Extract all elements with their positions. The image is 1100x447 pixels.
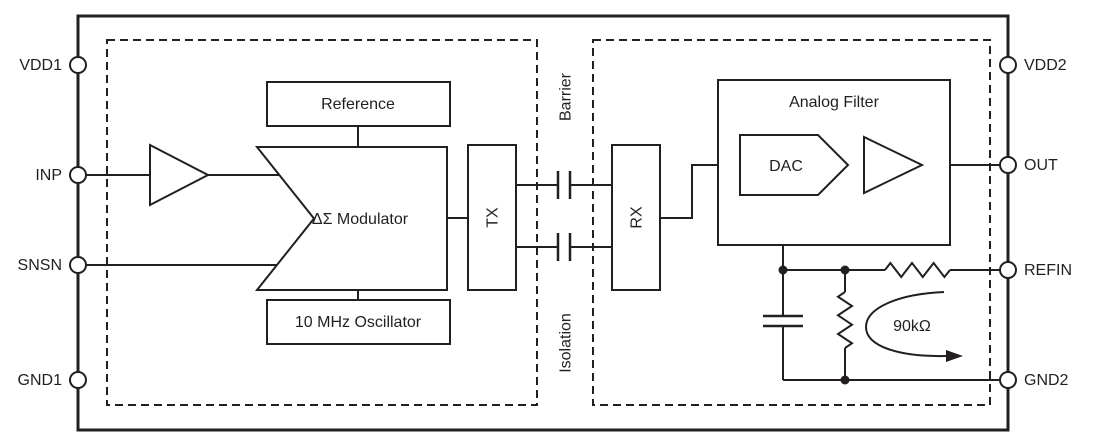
isolation-capacitor-top [556, 171, 572, 199]
junction-dot [778, 265, 788, 275]
resistor-vertical [836, 291, 854, 349]
pin-gnd1 [69, 371, 87, 389]
dac-block [739, 134, 850, 196]
pin-label-gnd2: GND2 [1024, 372, 1069, 389]
modulator-label: ΔΣ Modulator [312, 211, 409, 228]
pin-refin [999, 261, 1017, 279]
wire-rx-to-dac [660, 164, 740, 219]
pin-label-inp: INP [35, 167, 62, 184]
reference-label: Reference [321, 96, 395, 113]
reference-block [266, 81, 451, 127]
output-amplifier-symbol [863, 135, 925, 195]
output-side-dashed-boundary [592, 39, 991, 406]
resistance-loop-arrow [864, 291, 947, 358]
pin-vdd1 [69, 56, 87, 74]
pin-label-vdd1: VDD1 [19, 57, 62, 74]
resistance-value-label: 90kΩ [893, 318, 931, 335]
pin-inp [69, 166, 87, 184]
input-side-dashed-boundary [106, 39, 538, 406]
chip-boundary [76, 14, 1010, 432]
oscillator-label: 10 MHz Oscillator [295, 314, 422, 331]
pin-label-snsn: SNSN [18, 257, 62, 274]
resistor-horizontal [884, 261, 951, 279]
input-amplifier-symbol [149, 143, 211, 207]
pin-gnd2 [999, 371, 1017, 389]
modulator-block [254, 146, 448, 291]
resistance-loop-arrowhead [946, 350, 963, 362]
analog-filter-label: Analog Filter [789, 94, 879, 111]
junction-dot [840, 375, 850, 385]
isolation-capacitor-bottom [556, 233, 572, 261]
pin-label-refin: REFIN [1024, 262, 1072, 279]
rx-block [611, 144, 661, 291]
tx-label: TX [485, 207, 502, 228]
pin-snsn [69, 256, 87, 274]
tx-block [467, 144, 517, 291]
junction-dot [840, 265, 850, 275]
pin-out [999, 156, 1017, 174]
pin-label-vdd2: VDD2 [1024, 57, 1067, 74]
pin-vdd2 [999, 56, 1017, 74]
pin-label-out: OUT [1024, 157, 1058, 174]
isolation-label: Isolation [558, 313, 575, 373]
barrier-label: Barrier [558, 72, 575, 121]
dac-label: DAC [769, 158, 803, 175]
rx-label: RX [629, 206, 646, 229]
oscillator-block [266, 299, 451, 345]
filter-capacitor [763, 314, 803, 328]
pin-label-gnd1: GND1 [18, 372, 63, 389]
